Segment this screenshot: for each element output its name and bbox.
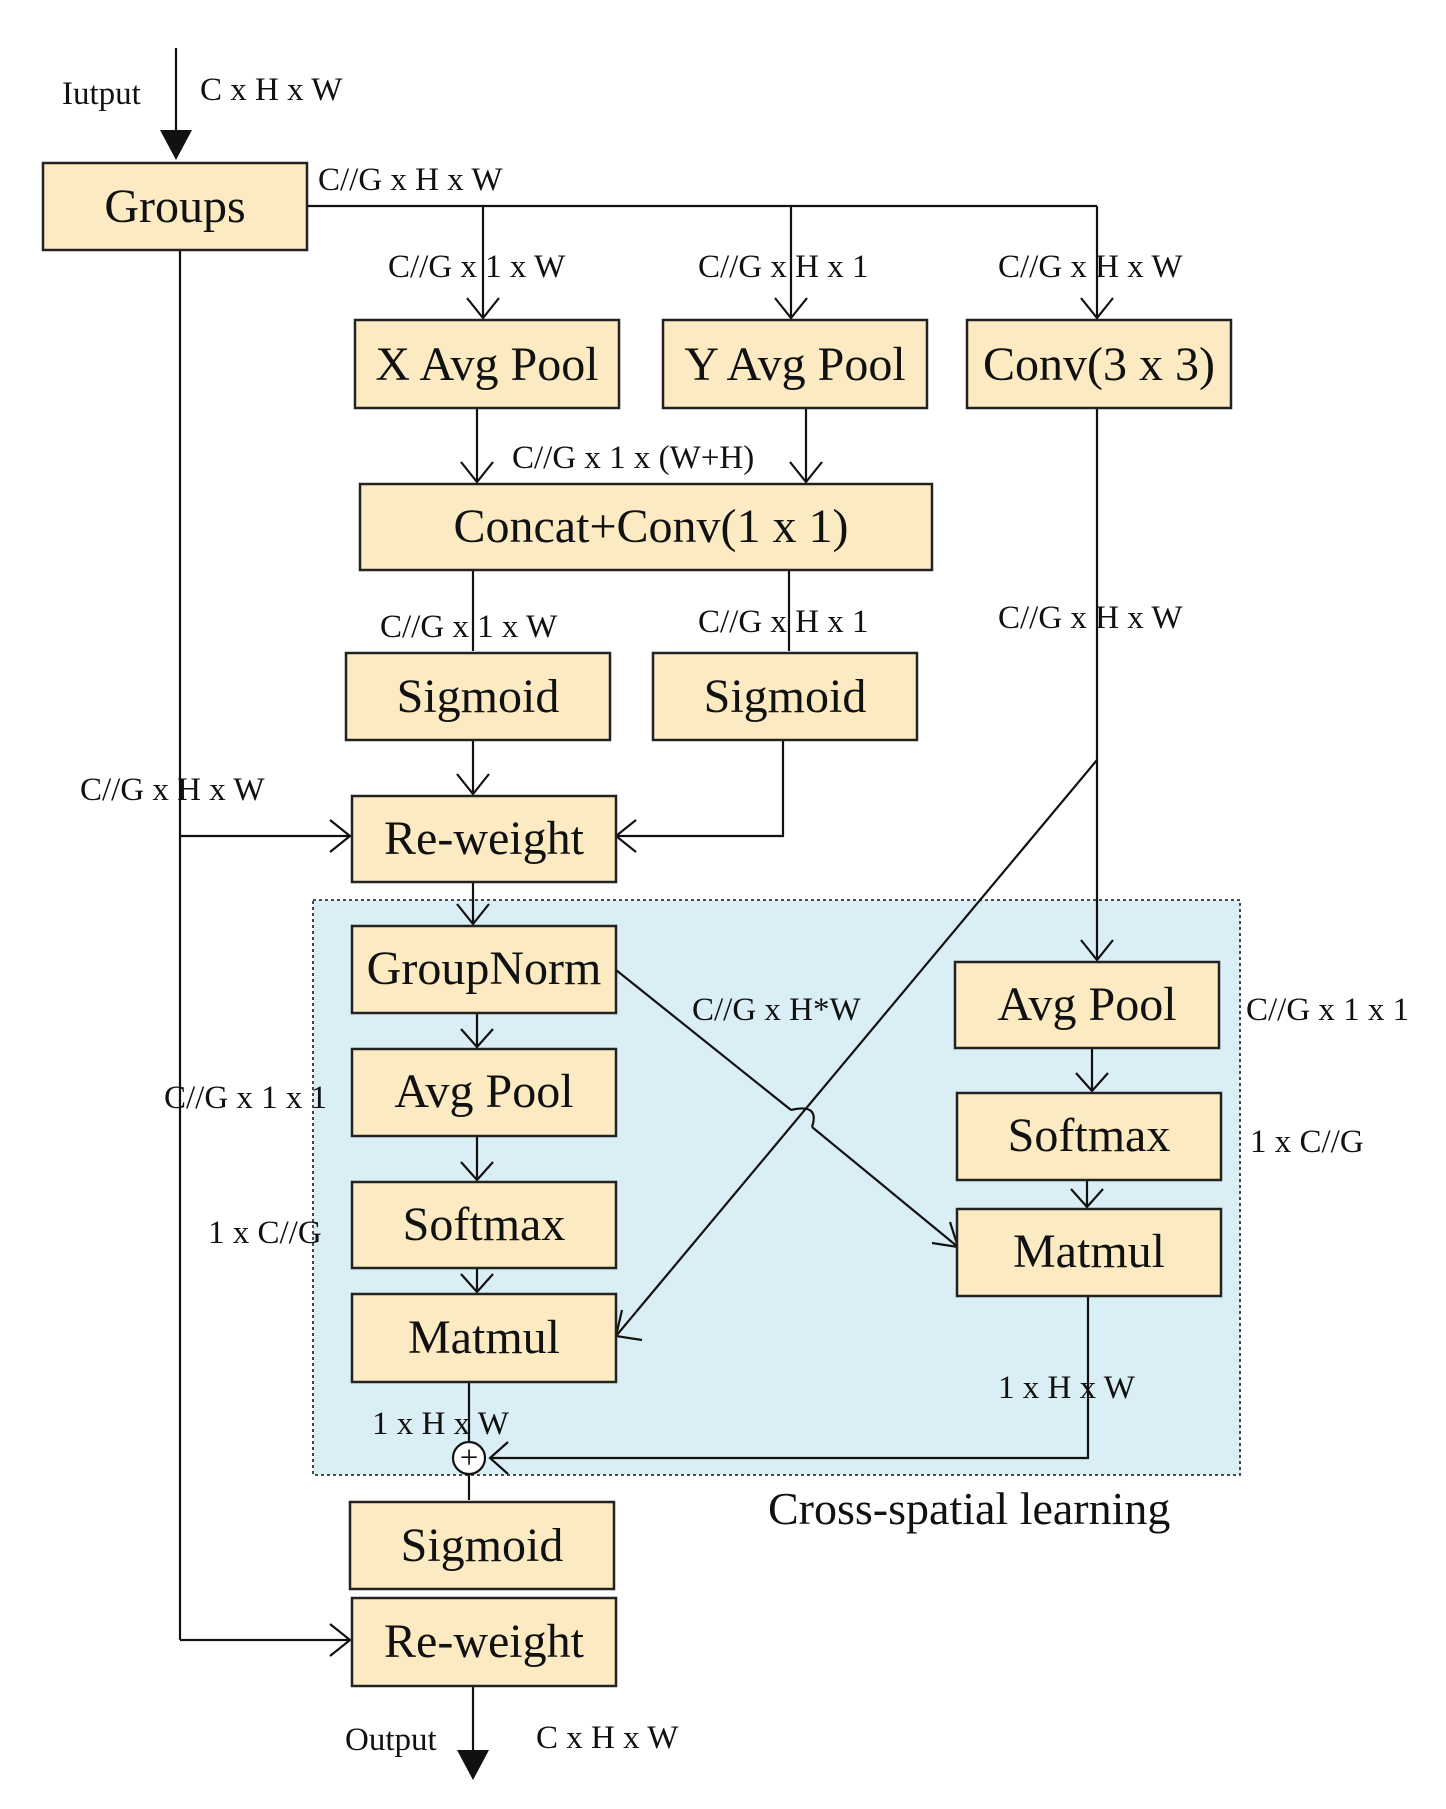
box-x-avg-pool: X Avg Pool <box>353 318 621 410</box>
hw-flat-label: C//G x H*W <box>692 992 862 1028</box>
dimension-labels: Iutput C x H x W C//G x H x W C//G x 1 x… <box>62 72 1409 1758</box>
box-sigmoid-right: Sigmoid <box>651 651 919 742</box>
reweight-bottom-label: Re-weight <box>384 1615 585 1668</box>
concat-conv-label: Concat+Conv(1 x 1) <box>453 500 848 553</box>
sigmoid-right-label: Sigmoid <box>704 670 867 723</box>
box-matmul-left: Matmul <box>350 1292 618 1384</box>
avg-pool-right-label: Avg Pool <box>997 978 1176 1031</box>
y-pool-in-label: C//G x H x 1 <box>698 249 869 285</box>
softmax-right-out-label: 1 x C//G <box>1250 1124 1364 1160</box>
avg-pool-left-label: Avg Pool <box>394 1065 573 1118</box>
groups-out-label: C//G x H x W <box>318 162 503 198</box>
conv-out-label: C//G x H x W <box>998 600 1183 636</box>
box-reweight-bottom: Re-weight <box>350 1596 618 1688</box>
matmul-left-out-label: 1 x H x W <box>372 1406 510 1442</box>
matmul-right-out-label: 1 x H x W <box>998 1370 1136 1406</box>
box-sigmoid-bottom: Sigmoid <box>348 1500 616 1591</box>
bypass-label: C//G x H x W <box>80 772 265 808</box>
input-label: Iutput <box>62 76 141 112</box>
y-avg-pool-label: Y Avg Pool <box>684 338 905 391</box>
output-label: Output <box>345 1722 437 1758</box>
input-arrowhead <box>160 130 192 160</box>
sig-right-in-label: C//G x H x 1 <box>698 604 869 640</box>
avg-left-out-label: C//G x 1 x 1 <box>164 1080 327 1116</box>
softmax-left-label: Softmax <box>403 1198 566 1251</box>
output-dims-label: C x H x W <box>536 1720 679 1756</box>
groups-label: Groups <box>104 180 245 233</box>
x-avg-pool-label: X Avg Pool <box>375 338 598 391</box>
sigmoid-left-label: Sigmoid <box>397 670 560 723</box>
concat-in-label: C//G x 1 x (W+H) <box>512 440 754 476</box>
connections <box>160 48 1114 1780</box>
reweight-top-label: Re-weight <box>384 812 585 865</box>
softmax-left-out-label: 1 x C//G <box>208 1215 322 1251</box>
x-pool-in-label: C//G x 1 x W <box>388 249 566 285</box>
box-groupnorm: GroupNorm <box>350 924 618 1015</box>
box-avg-pool-left: Avg Pool <box>350 1047 618 1138</box>
box-reweight-top: Re-weight <box>350 794 618 884</box>
sigmoid-bottom-label: Sigmoid <box>401 1519 564 1572</box>
box-conv3x3: Conv(3 x 3) <box>965 318 1233 410</box>
avg-right-out-label: C//G x 1 x 1 <box>1246 992 1409 1028</box>
box-matmul-right: Matmul <box>955 1207 1223 1298</box>
box-softmax-left: Softmax <box>350 1180 618 1270</box>
sum-junction <box>451 1440 487 1476</box>
box-groups: Groups <box>41 161 309 252</box>
region-caption: Cross-spatial learning <box>768 1483 1170 1534</box>
sum-symbol: + <box>460 1440 479 1476</box>
matmul-left-label: Matmul <box>408 1311 560 1364</box>
sig-left-in-label: C//G x 1 x W <box>380 609 558 645</box>
conv3x3-label: Conv(3 x 3) <box>983 338 1215 391</box>
box-concat-conv: Concat+Conv(1 x 1) <box>358 482 934 572</box>
conv-in-label: C//G x H x W <box>998 249 1183 285</box>
groupnorm-label: GroupNorm <box>367 942 602 995</box>
box-sigmoid-left: Sigmoid <box>344 651 612 742</box>
input-dims-label: C x H x W <box>200 72 343 108</box>
box-softmax-right: Softmax <box>955 1091 1223 1182</box>
box-avg-pool-right: Avg Pool <box>953 960 1221 1050</box>
box-y-avg-pool: Y Avg Pool <box>661 318 929 410</box>
output-arrowhead <box>457 1750 489 1780</box>
matmul-right-label: Matmul <box>1013 1225 1165 1278</box>
softmax-right-label: Softmax <box>1008 1109 1171 1162</box>
